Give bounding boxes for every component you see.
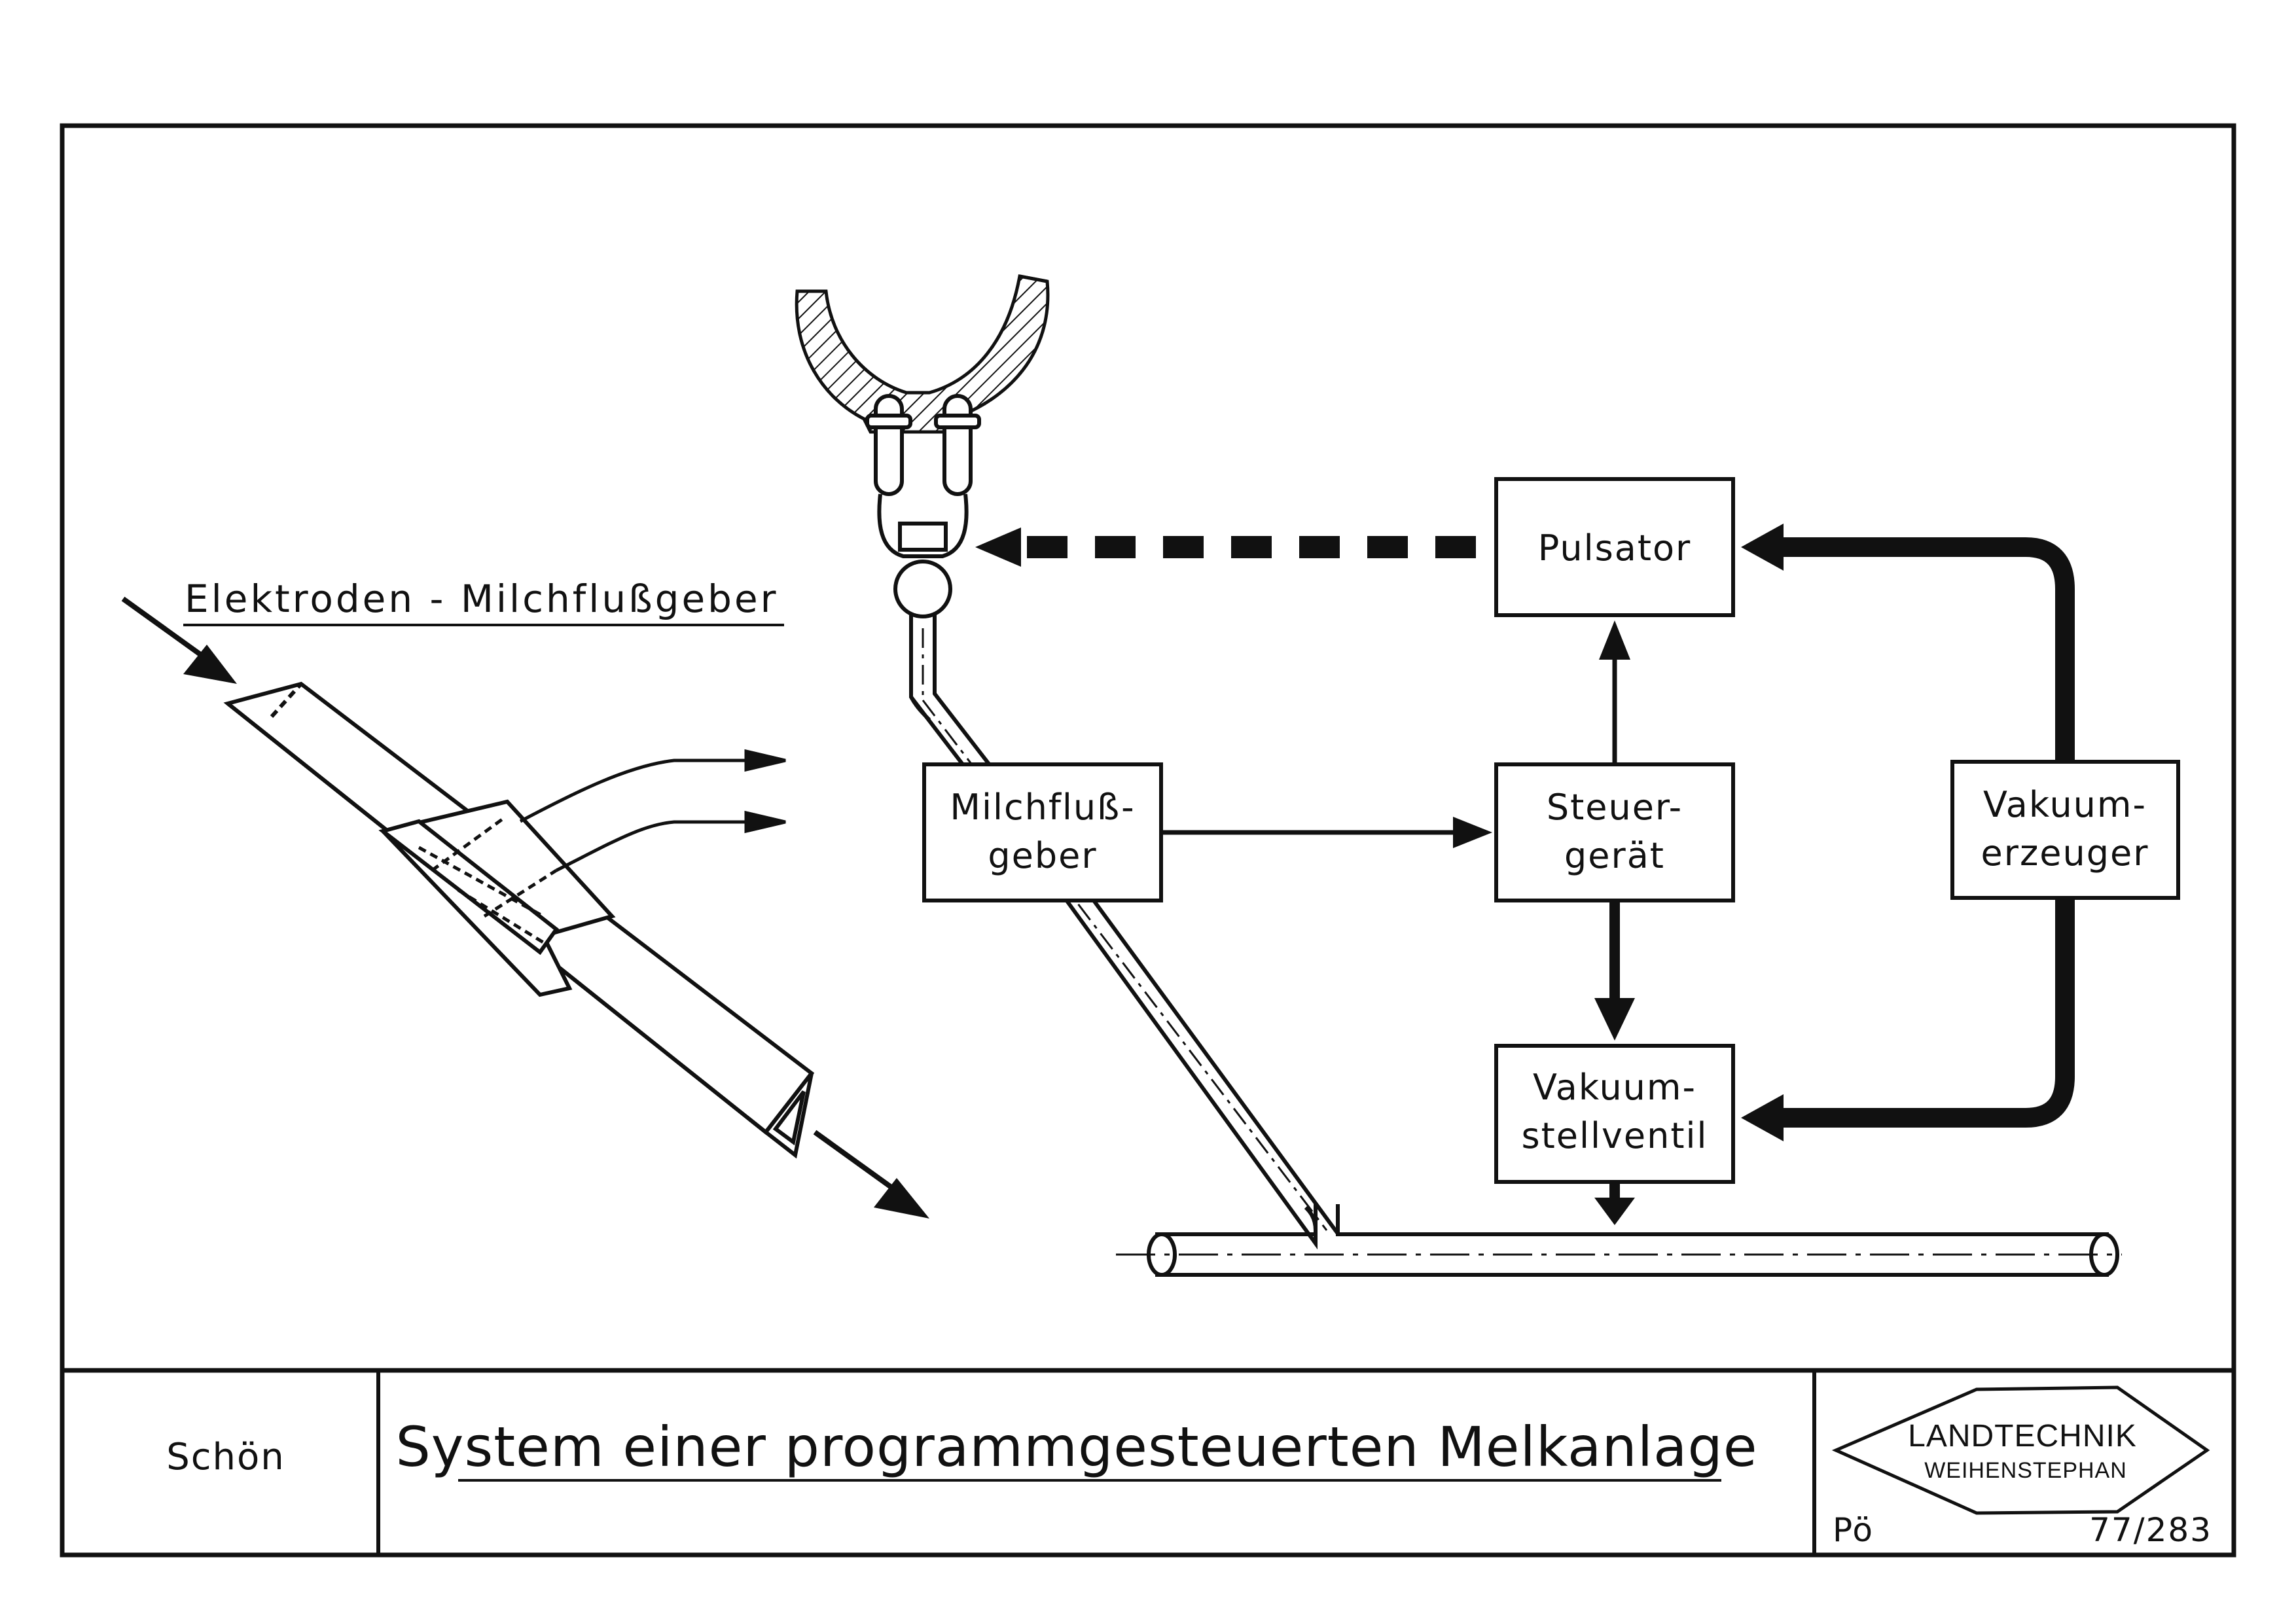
- arrow-control-to-valve: [1594, 901, 1635, 1041]
- block-milchflussgeber-line-1: Milchfluß-: [950, 787, 1135, 828]
- block-milchflussgeber: Milchfluß- geber: [922, 762, 1163, 902]
- drafter-initials: Pö: [1833, 1511, 1874, 1549]
- block-vakuumerzeuger: Vakuum- erzeuger: [1950, 760, 2180, 900]
- block-steuergeraet: Steuer- gerät: [1494, 762, 1735, 902]
- logo-line-2: WEIHENSTEPHAN: [1924, 1458, 2127, 1483]
- main-milk-line: [1116, 1204, 2122, 1277]
- author-name: Schön: [166, 1436, 285, 1478]
- teat-cups: [865, 394, 981, 558]
- block-vakuumstellventil-line-2: stellventil: [1521, 1115, 1708, 1156]
- vacuum-loop-to-pulsator: [1741, 524, 2075, 762]
- block-pulsator-label: Pulsator: [1538, 527, 1691, 569]
- milk-tube: [909, 615, 1340, 1250]
- udder-illustration: [795, 274, 1050, 434]
- block-milchflussgeber-line-2: geber: [988, 835, 1097, 876]
- block-vakuumerzeuger-line-1: Vakuum-: [1983, 784, 2147, 825]
- vacuum-loop-to-valve: [1741, 898, 2075, 1141]
- milking-claw: [893, 522, 952, 618]
- block-steuergeraet-line-1: Steuer-: [1547, 787, 1683, 828]
- sensor-inlet-arrow: [121, 596, 237, 684]
- sensor-outlet-arrow: [813, 1130, 929, 1219]
- drawing-title: System einer programmgesteuerten Melkanl…: [395, 1415, 1757, 1479]
- block-steuergeraet-line-2: gerät: [1564, 835, 1665, 876]
- arrow-valve-to-line: [1594, 1182, 1635, 1225]
- arrow-flow-to-control: [1161, 817, 1492, 848]
- sensor-title: Elektroden - Milchflußgeber: [185, 577, 778, 621]
- pulse-dashed-arrow: [975, 527, 1476, 567]
- block-vakuumstellventil-line-1: Vakuum-: [1533, 1067, 1696, 1108]
- arrow-control-to-pulsator: [1599, 620, 1630, 764]
- logo-line-1: LANDTECHNIK: [1908, 1419, 2137, 1454]
- electrode-sensor-trough: [223, 681, 815, 1159]
- drawing-frame: [60, 123, 2236, 1558]
- block-vakuumstellventil: Vakuum- stellventil: [1494, 1044, 1735, 1184]
- drawing-number: 77/283: [2089, 1511, 2212, 1549]
- block-pulsator: Pulsator: [1494, 477, 1735, 617]
- sensor-wires: [519, 749, 786, 872]
- block-vakuumerzeuger-line-2: erzeuger: [1981, 832, 2149, 874]
- landtechnik-logo: LANDTECHNIK WEIHENSTEPHAN: [1831, 1385, 2210, 1515]
